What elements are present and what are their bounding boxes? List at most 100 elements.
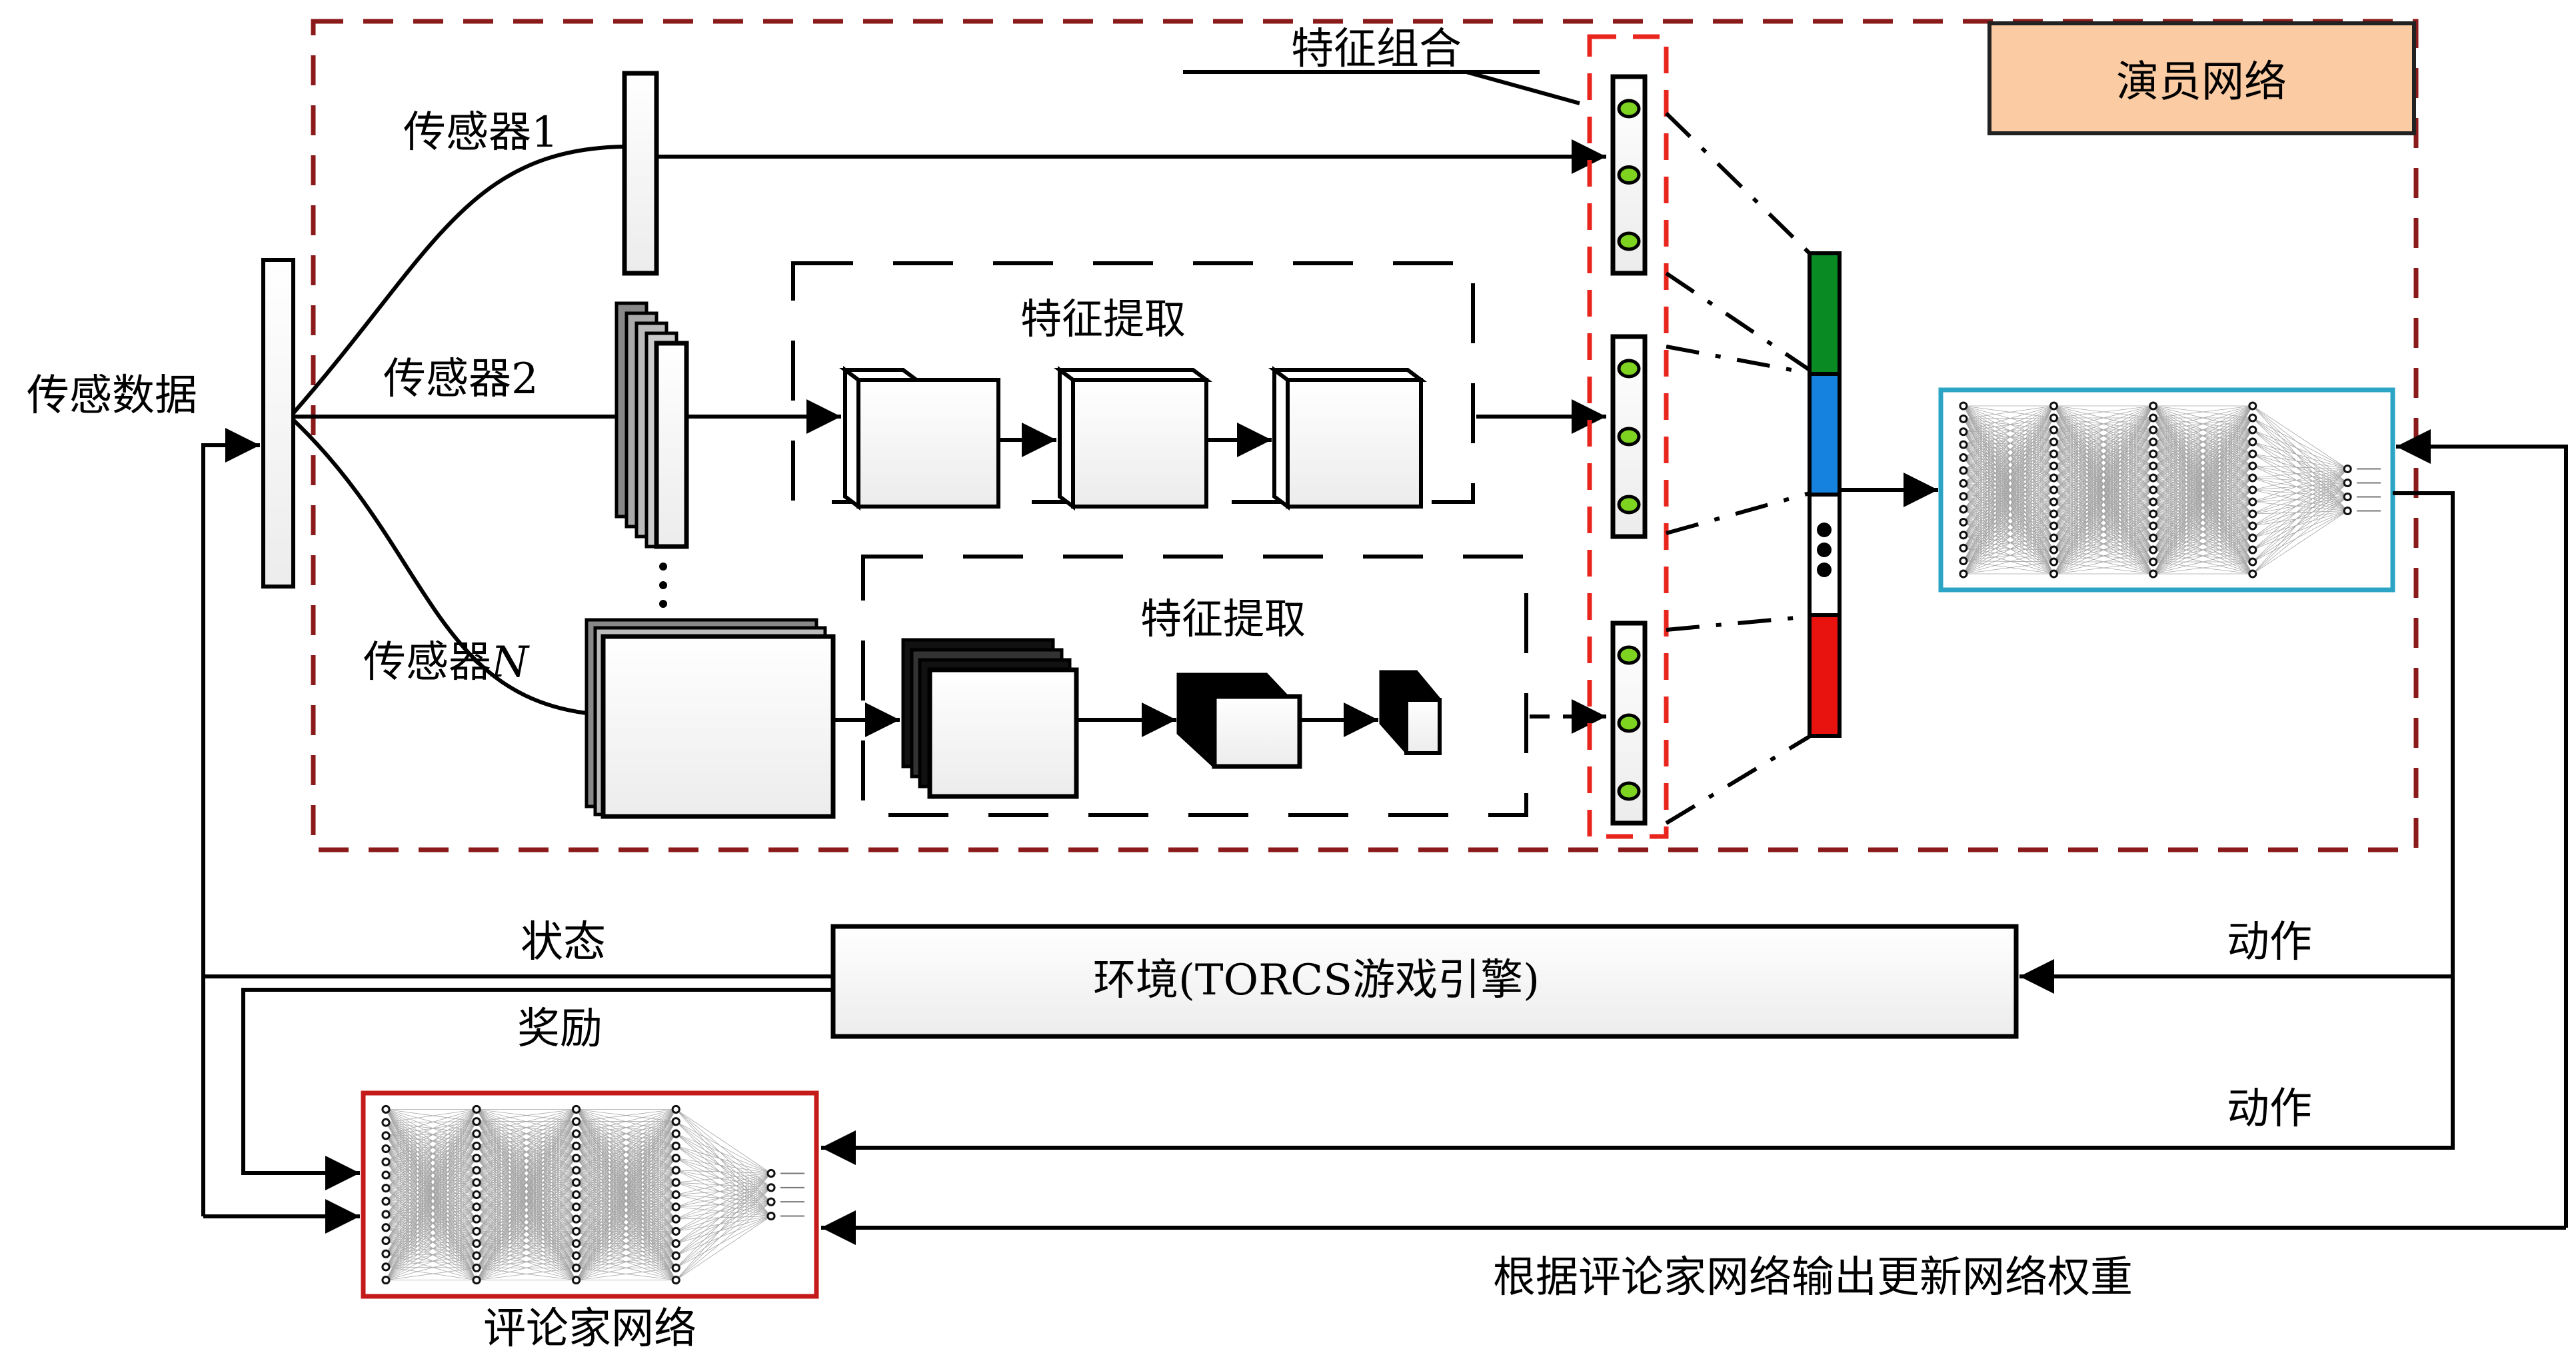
neuron [472, 1202, 481, 1212]
reward-line [241, 988, 833, 1190]
neuron [671, 1129, 680, 1138]
neuron [2049, 413, 2058, 423]
neuron [381, 1236, 391, 1246]
neuron [1959, 401, 1968, 411]
feature-extraction-box-2 [861, 555, 1528, 817]
neuron [472, 1276, 481, 1285]
neuron [2248, 437, 2257, 447]
neuron [472, 1251, 481, 1260]
neuron [2149, 557, 2158, 567]
neuron [572, 1178, 581, 1187]
neuron [2049, 485, 2058, 495]
neuron [671, 1141, 680, 1150]
neuron [1959, 492, 1968, 501]
actor-neural-network [1938, 387, 2395, 593]
neuron [472, 1129, 481, 1138]
neuron [472, 1166, 481, 1175]
neuron [2149, 497, 2158, 507]
neuron [2049, 449, 2058, 459]
actor-network-title: 演员网络 [2116, 58, 2287, 107]
neuron [472, 1239, 481, 1248]
neuron [472, 1214, 481, 1224]
neuron [671, 1263, 680, 1272]
input-label: 传感数据 [27, 371, 197, 421]
fe1-block-2 [1054, 366, 1212, 511]
neuron [381, 1184, 391, 1193]
neuron [381, 1170, 391, 1180]
neuron [572, 1166, 581, 1175]
neuron [671, 1202, 680, 1212]
neuron [381, 1210, 391, 1219]
neuron [671, 1117, 680, 1126]
neuron [572, 1202, 581, 1212]
neuron [671, 1178, 680, 1187]
neuron [2343, 493, 2352, 501]
neuron [1959, 427, 1968, 437]
network-border [361, 1090, 819, 1299]
neuron [381, 1196, 391, 1206]
neuron [2149, 509, 2158, 519]
neuron [766, 1211, 776, 1221]
neuron [671, 1190, 680, 1200]
neuron [2248, 413, 2257, 423]
neuron [2149, 413, 2158, 423]
neuron [2049, 521, 2058, 531]
neuron [2049, 545, 2058, 555]
neuron [2248, 485, 2257, 495]
neuron [1959, 505, 1968, 514]
neuron [1959, 569, 1968, 579]
ellipsis-dot [1817, 543, 1832, 557]
sensor1-layer [622, 71, 659, 276]
neuron [2248, 425, 2257, 435]
network-edges [385, 1109, 772, 1280]
neuron [671, 1276, 680, 1285]
neuron [2049, 533, 2058, 543]
fe2-block-1 [901, 638, 1079, 799]
neuron [1959, 414, 1968, 423]
action-label-top: 动作 [2227, 918, 2312, 967]
neuron [381, 1223, 391, 1232]
neuron [2248, 497, 2257, 507]
feature-node [1617, 645, 1641, 665]
neuron [2248, 509, 2257, 519]
neuron [2248, 473, 2257, 483]
feature-combination-region [1587, 34, 1669, 839]
neuron [2248, 533, 2257, 543]
neuron [2248, 461, 2257, 471]
critic-neural-network [361, 1090, 819, 1299]
neuron [2248, 557, 2257, 567]
feature-node [1617, 781, 1641, 801]
critic-update-line [2396, 429, 2568, 1228]
neuron [766, 1168, 776, 1178]
feature-node [1617, 427, 1641, 447]
neuron [2149, 461, 2158, 471]
feature-extraction-label-2: 特征提取 [1140, 595, 1306, 643]
concat-segment [1808, 613, 1842, 738]
combined-feature-column [1610, 334, 1648, 539]
neuron [671, 1166, 680, 1175]
neuron [1959, 517, 1968, 527]
neuron [572, 1141, 581, 1150]
neuron [2149, 473, 2158, 483]
neuron [1959, 543, 1968, 553]
neuron [2149, 569, 2158, 579]
action-label-bottom: 动作 [2227, 1084, 2312, 1134]
neuron [2149, 449, 2158, 459]
neuron [572, 1276, 581, 1285]
neuron [2248, 545, 2257, 555]
neuron [2049, 497, 2058, 507]
neuron [2149, 401, 2158, 411]
neuron [472, 1178, 481, 1187]
neuron [671, 1251, 680, 1260]
neuron [472, 1263, 481, 1272]
neuron [2049, 557, 2058, 567]
neuron [381, 1249, 391, 1258]
update-weights-label: 根据评论家网络输出更新网络权重 [1493, 1253, 2133, 1302]
neuron [2248, 569, 2257, 579]
neuron [671, 1154, 680, 1163]
input-vector-bar [261, 258, 295, 589]
neuron [2343, 465, 2352, 473]
neuron [2149, 437, 2158, 447]
fe1-block-3 [1268, 366, 1427, 511]
